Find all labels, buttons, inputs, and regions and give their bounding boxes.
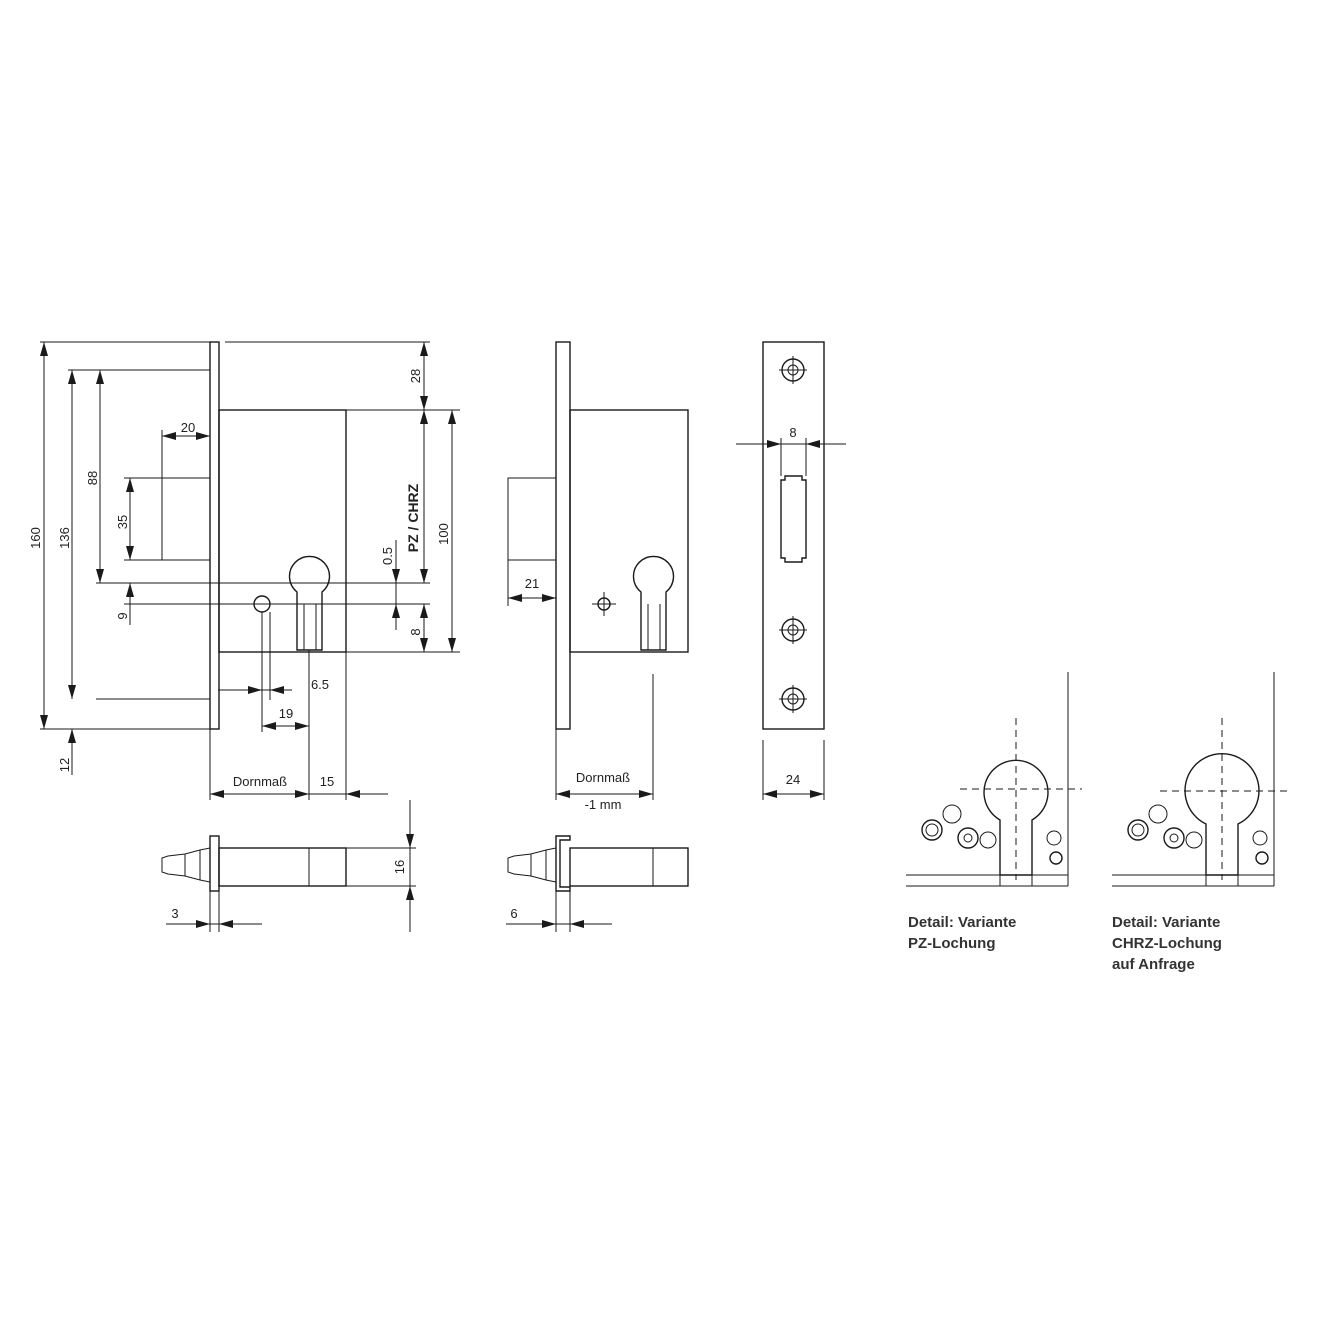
middle-side-view: 21 Dornmaß -1 mm	[507, 341, 689, 812]
dim-9: 9	[115, 612, 130, 619]
dim-28: 28	[408, 369, 423, 383]
dim-19: 19	[279, 706, 293, 721]
dim-3: 3	[171, 906, 178, 921]
dim-0-5: 0.5	[380, 547, 395, 565]
dim-24: 24	[786, 772, 800, 787]
bolt-detail-left: 16 3	[161, 800, 416, 932]
left-front-view: 160 136 88 35 9 12 20 28	[28, 341, 460, 800]
dim-12: 12	[57, 758, 72, 772]
dim-100: 100	[436, 523, 451, 545]
dim-6: 6	[510, 906, 517, 921]
caption-chrz-line3: auf Anfrage	[1112, 956, 1195, 973]
caption-pz-line2: PZ-Lochung	[908, 935, 995, 952]
dim-35: 35	[115, 515, 130, 529]
dim-dornmass-left: Dornmaß	[233, 774, 287, 789]
dim-6-5: 6.5	[311, 677, 329, 692]
dim-8-vertical: 8	[408, 628, 423, 635]
bolt-detail-mid: 6	[506, 835, 689, 932]
dim-minus-1mm: -1 mm	[585, 797, 622, 812]
dim-15: 15	[320, 774, 334, 789]
dim-dornmass-mid: Dornmaß	[576, 770, 630, 785]
caption-pz-line1: Detail: Variante	[908, 914, 1016, 931]
dim-21: 21	[525, 576, 539, 591]
dim-20: 20	[181, 420, 195, 435]
dim-pz-chrz: PZ / CHRZ	[405, 483, 421, 552]
caption-chrz-line1: Detail: Variante	[1112, 914, 1220, 931]
dim-16: 16	[392, 860, 407, 874]
caption-chrz-line2: CHRZ-Lochung	[1112, 935, 1222, 952]
detail-chrz: Detail: Variante CHRZ-Lochung auf Anfrag…	[1112, 672, 1288, 973]
dim-8-horizontal: 8	[789, 425, 796, 440]
dim-136: 136	[57, 527, 72, 549]
dim-88: 88	[85, 471, 100, 485]
dim-160: 160	[28, 527, 43, 549]
detail-pz: Detail: Variante PZ-Lochung	[906, 672, 1082, 952]
faceplate-view: 8 24	[736, 341, 846, 800]
